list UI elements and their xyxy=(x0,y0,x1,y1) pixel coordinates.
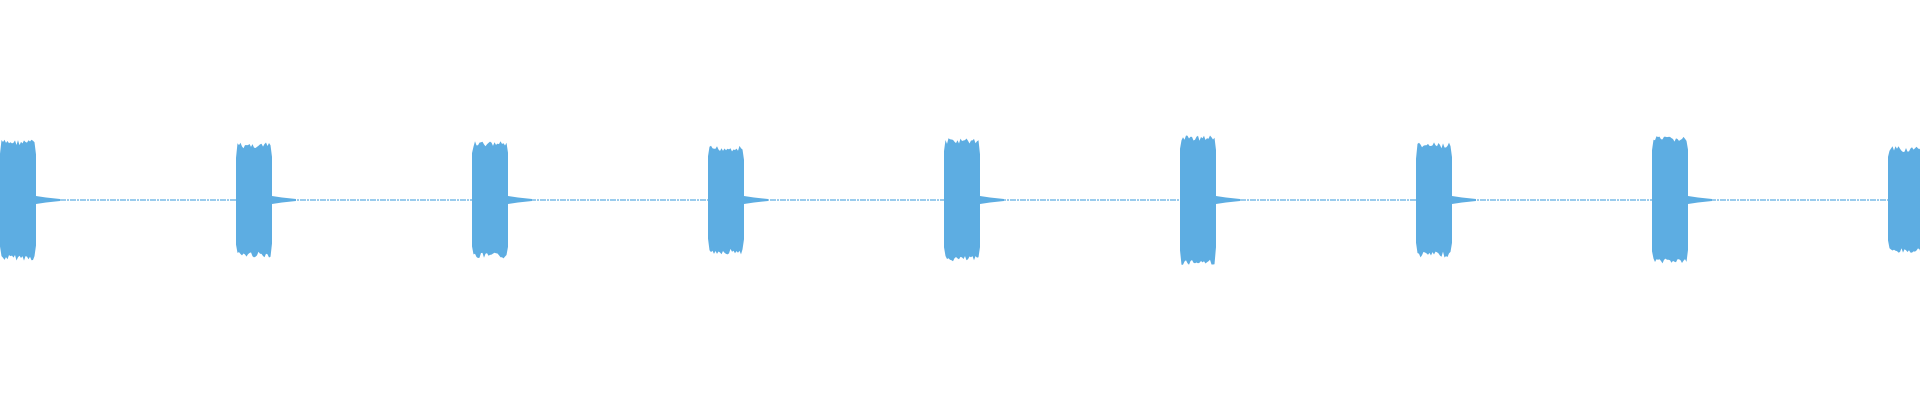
waveform-bursts xyxy=(0,135,1920,265)
waveform-burst xyxy=(944,138,980,262)
waveform-burst xyxy=(1888,146,1920,253)
waveform-decay-tail xyxy=(1216,196,1240,204)
waveform-decay-tail xyxy=(272,196,296,204)
waveform-decay-tail xyxy=(1452,196,1476,204)
waveform-burst xyxy=(236,142,272,258)
waveform-decay-tail xyxy=(1688,196,1712,204)
waveform-burst xyxy=(1652,136,1688,264)
waveform-decay-tail xyxy=(744,196,768,204)
waveform-burst xyxy=(0,139,36,261)
waveform-burst xyxy=(1180,135,1216,265)
waveform-burst xyxy=(472,141,508,259)
waveform-burst xyxy=(708,145,744,255)
waveform-decay-tail xyxy=(36,196,60,204)
waveform-decay-tail xyxy=(980,196,1004,204)
waveform-burst xyxy=(1416,142,1452,258)
waveform-decay-tail xyxy=(508,196,532,204)
